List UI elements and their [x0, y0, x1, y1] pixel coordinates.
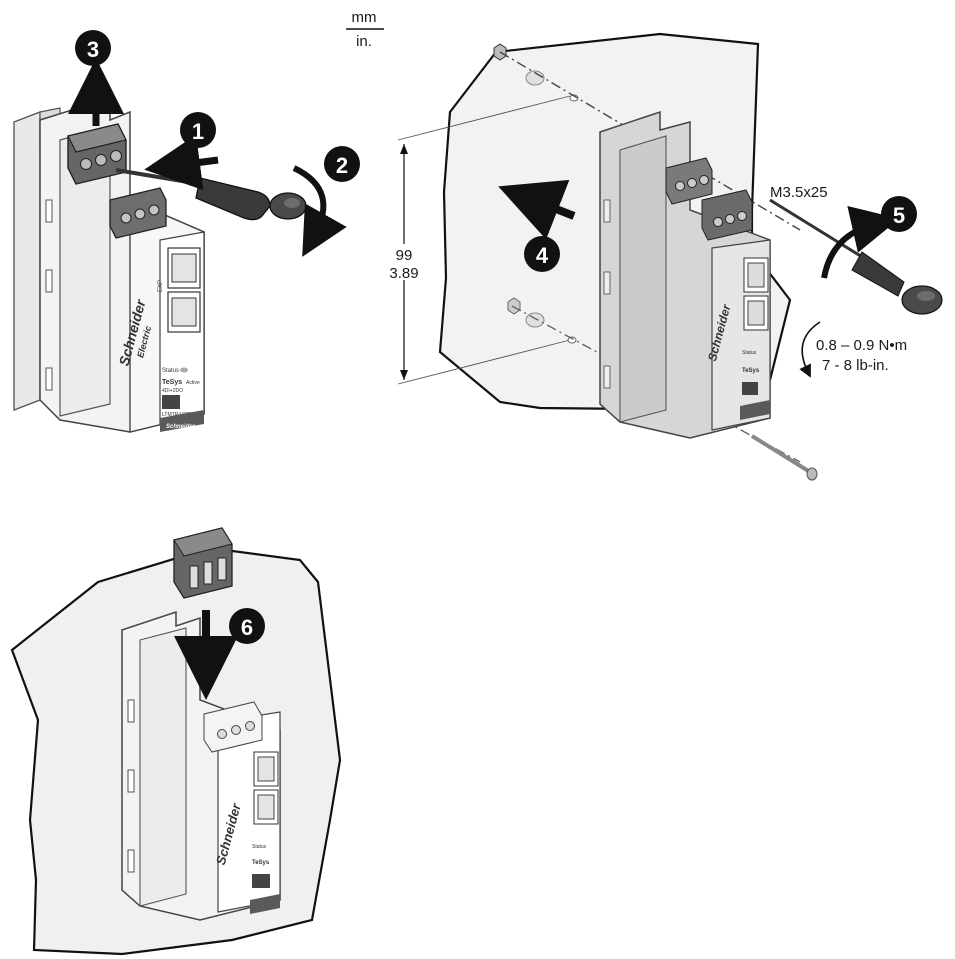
rating-label: 4DI+2DO [162, 388, 183, 394]
dimension-in: 3.89 [389, 265, 418, 282]
series-label: TeSys [162, 379, 182, 386]
step-badge-6: 6 [229, 608, 265, 644]
step-badge-3: 3 [75, 30, 111, 66]
dimension-mm: 99 [396, 247, 413, 264]
step-badge-4: 4 [524, 236, 560, 272]
series-label-3: TeSys [252, 860, 270, 866]
torque-metric: 0.8 – 0.9 N•m [816, 337, 907, 354]
svg-text:5: 5 [893, 203, 905, 228]
terminal-block-insert [173, 527, 233, 599]
brand-footer: Schneider [166, 424, 196, 430]
dimension-lines: 99 3.89 [382, 95, 571, 385]
step-badge-2: 2 [324, 146, 360, 182]
svg-text:4: 4 [536, 243, 549, 268]
figure-terminal-insertion: Schneider Status TeSys [10, 527, 342, 956]
screw-spec: M3.5x25 [770, 184, 828, 201]
step-badge-5: 5 [881, 196, 917, 232]
svg-text:6: 6 [241, 615, 253, 640]
units-inch: in. [356, 33, 372, 50]
screwdriver-2 [769, 198, 943, 315]
status-label-2: Status [742, 350, 757, 356]
units-legend: mm in. [346, 9, 384, 50]
units-mm: mm [352, 9, 377, 26]
step-badge-1: 1 [180, 112, 216, 148]
status-label-3: Status [252, 844, 267, 850]
port-label: EXP [158, 280, 164, 292]
terminal-block-top [67, 123, 127, 185]
figure-terminal-removal: EXP Schneider Electric Status TeSys Acti… [13, 58, 347, 433]
svg-text:3: 3 [87, 37, 99, 62]
series-label-2: TeSys [742, 368, 760, 374]
svg-text:1: 1 [192, 119, 204, 144]
svg-text:2: 2 [336, 153, 348, 178]
torque-imperial: 7 - 8 lb-in. [822, 357, 889, 374]
status-label: Status [162, 368, 179, 374]
series-suffix: Active [186, 380, 200, 386]
figure-panel-mounting: 99 3.89 Schneider [382, 32, 943, 481]
